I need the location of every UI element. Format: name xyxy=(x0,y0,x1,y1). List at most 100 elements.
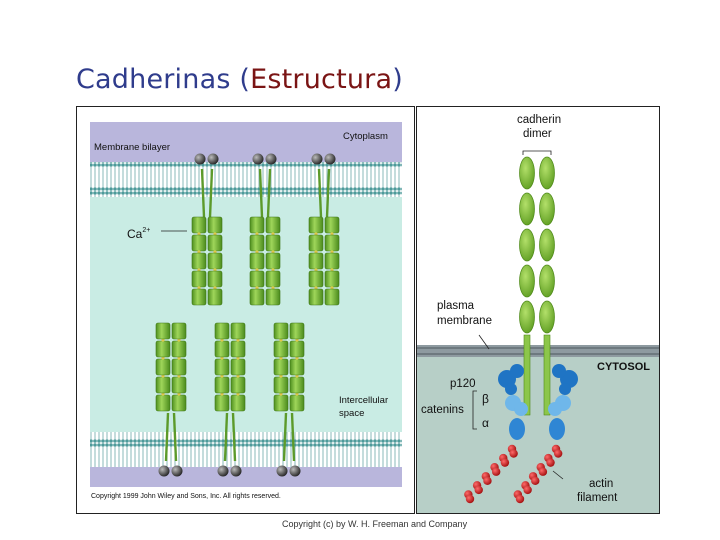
junction-diagram: Membrane bilayer Cytoplasm Ca2+ Intercel… xyxy=(77,107,414,513)
cytoplasmic-head xyxy=(158,465,170,477)
ec-domain xyxy=(249,252,265,270)
ec-domain xyxy=(273,394,289,412)
ec-domain xyxy=(191,270,207,288)
cytosol-region xyxy=(417,357,659,513)
alpha-catenin xyxy=(549,418,565,440)
beta-catenin xyxy=(548,402,562,416)
transmembrane-stalk xyxy=(290,412,296,462)
p120-catenin xyxy=(510,364,524,378)
ec-domain xyxy=(155,394,171,412)
cadherin-domain xyxy=(539,192,555,226)
cytoplasmic-head xyxy=(171,465,183,477)
actin-bead xyxy=(500,458,510,467)
title-prefix: Cadherinas ( xyxy=(76,64,251,95)
actin-bead xyxy=(465,494,475,504)
cadherin-dimer-figure: cadherin dimer plasma membrane CYTOSOL p… xyxy=(416,106,660,514)
dimer-diagram: cadherin dimer plasma membrane CYTOSOL p… xyxy=(417,107,659,513)
ec-domain xyxy=(171,322,187,340)
label-space: space xyxy=(339,408,364,419)
ec-domain xyxy=(249,234,265,252)
intercellular-space xyxy=(90,197,402,432)
ec-domain xyxy=(171,376,187,394)
label-calcium: Ca2+ xyxy=(127,227,150,241)
cadherin-stalk xyxy=(543,334,551,416)
cadherin-domain xyxy=(539,300,555,334)
ec-domain xyxy=(308,288,324,306)
cytoplasmic-head xyxy=(194,153,206,165)
ec-domain xyxy=(230,322,246,340)
ec-domain xyxy=(249,216,265,234)
ec-domain xyxy=(171,394,187,412)
ec-domain xyxy=(265,216,281,234)
transmembrane-stalk xyxy=(172,412,178,462)
actin-pointer xyxy=(552,470,564,480)
cadherin-domain xyxy=(519,192,535,226)
ec-domain xyxy=(265,252,281,270)
ec-domain xyxy=(273,322,289,340)
transmembrane-stalk xyxy=(282,412,288,462)
plasma-membrane xyxy=(417,345,659,357)
cytoplasmic-head xyxy=(230,465,242,477)
label-actin: actin xyxy=(589,478,613,490)
ec-domain xyxy=(155,340,171,358)
cytoplasmic-head xyxy=(207,153,219,165)
ec-domain xyxy=(214,322,230,340)
ec-domain xyxy=(207,252,223,270)
ec-domain xyxy=(324,216,340,234)
ec-domain xyxy=(230,376,246,394)
cadherin-domain xyxy=(519,300,535,334)
transmembrane-stalk xyxy=(317,168,323,218)
ec-domain xyxy=(214,376,230,394)
label-catenins: catenins xyxy=(421,404,464,416)
actin-bead xyxy=(509,449,518,458)
transmembrane-stalk xyxy=(258,168,264,218)
actin-bead xyxy=(515,494,525,504)
cytoplasm-top xyxy=(90,122,402,162)
ec-domain xyxy=(155,322,171,340)
cytoplasmic-head xyxy=(289,465,301,477)
ec-domain xyxy=(273,340,289,358)
ec-domain xyxy=(230,358,246,376)
cytoplasmic-head xyxy=(252,153,264,165)
ec-domain xyxy=(265,234,281,252)
ec-domain xyxy=(324,288,340,306)
cytoplasmic-head xyxy=(217,465,229,477)
ec-domain xyxy=(308,252,324,270)
ec-domain xyxy=(191,234,207,252)
ec-domain xyxy=(265,270,281,288)
cadherin-junction-figure: Membrane bilayer Cytoplasm Ca2+ Intercel… xyxy=(76,106,415,514)
ec-domain xyxy=(289,340,305,358)
ec-domain xyxy=(214,394,230,412)
cadherin-molecules xyxy=(155,153,340,477)
left-copyright: Copyright 1999 John Wiley and Sons, Inc.… xyxy=(91,493,281,500)
cytoplasmic-head xyxy=(311,153,323,165)
label-membrane: membrane xyxy=(437,315,492,327)
cadherin-domain xyxy=(519,228,535,262)
alpha-catenin xyxy=(509,418,525,440)
membrane-top xyxy=(90,162,402,197)
label-cytoplasm: Cytoplasm xyxy=(343,131,388,142)
actin-bead xyxy=(546,458,555,467)
ec-domain xyxy=(289,358,305,376)
transmembrane-stalk xyxy=(208,168,214,218)
ec-domain xyxy=(273,358,289,376)
cadherin-domain xyxy=(539,264,555,298)
transmembrane-stalk xyxy=(266,168,272,218)
label-alpha: α xyxy=(482,416,489,430)
ec-domain xyxy=(207,216,223,234)
ec-domain xyxy=(249,288,265,306)
catenin-bracket xyxy=(472,390,477,430)
ec-domain xyxy=(289,394,305,412)
cadherin-dimer xyxy=(464,156,578,504)
cadherin-domain xyxy=(519,264,535,298)
ec-domain xyxy=(191,252,207,270)
actin-bead xyxy=(483,476,492,486)
transmembrane-stalk xyxy=(325,168,331,218)
cadherin-domain xyxy=(519,156,535,190)
cadherin-domain xyxy=(539,228,555,262)
ec-domain xyxy=(171,340,187,358)
ec-domain xyxy=(214,358,230,376)
cytoplasmic-head xyxy=(324,153,336,165)
p120-catenin xyxy=(559,383,571,395)
cytoplasmic-head xyxy=(265,153,277,165)
